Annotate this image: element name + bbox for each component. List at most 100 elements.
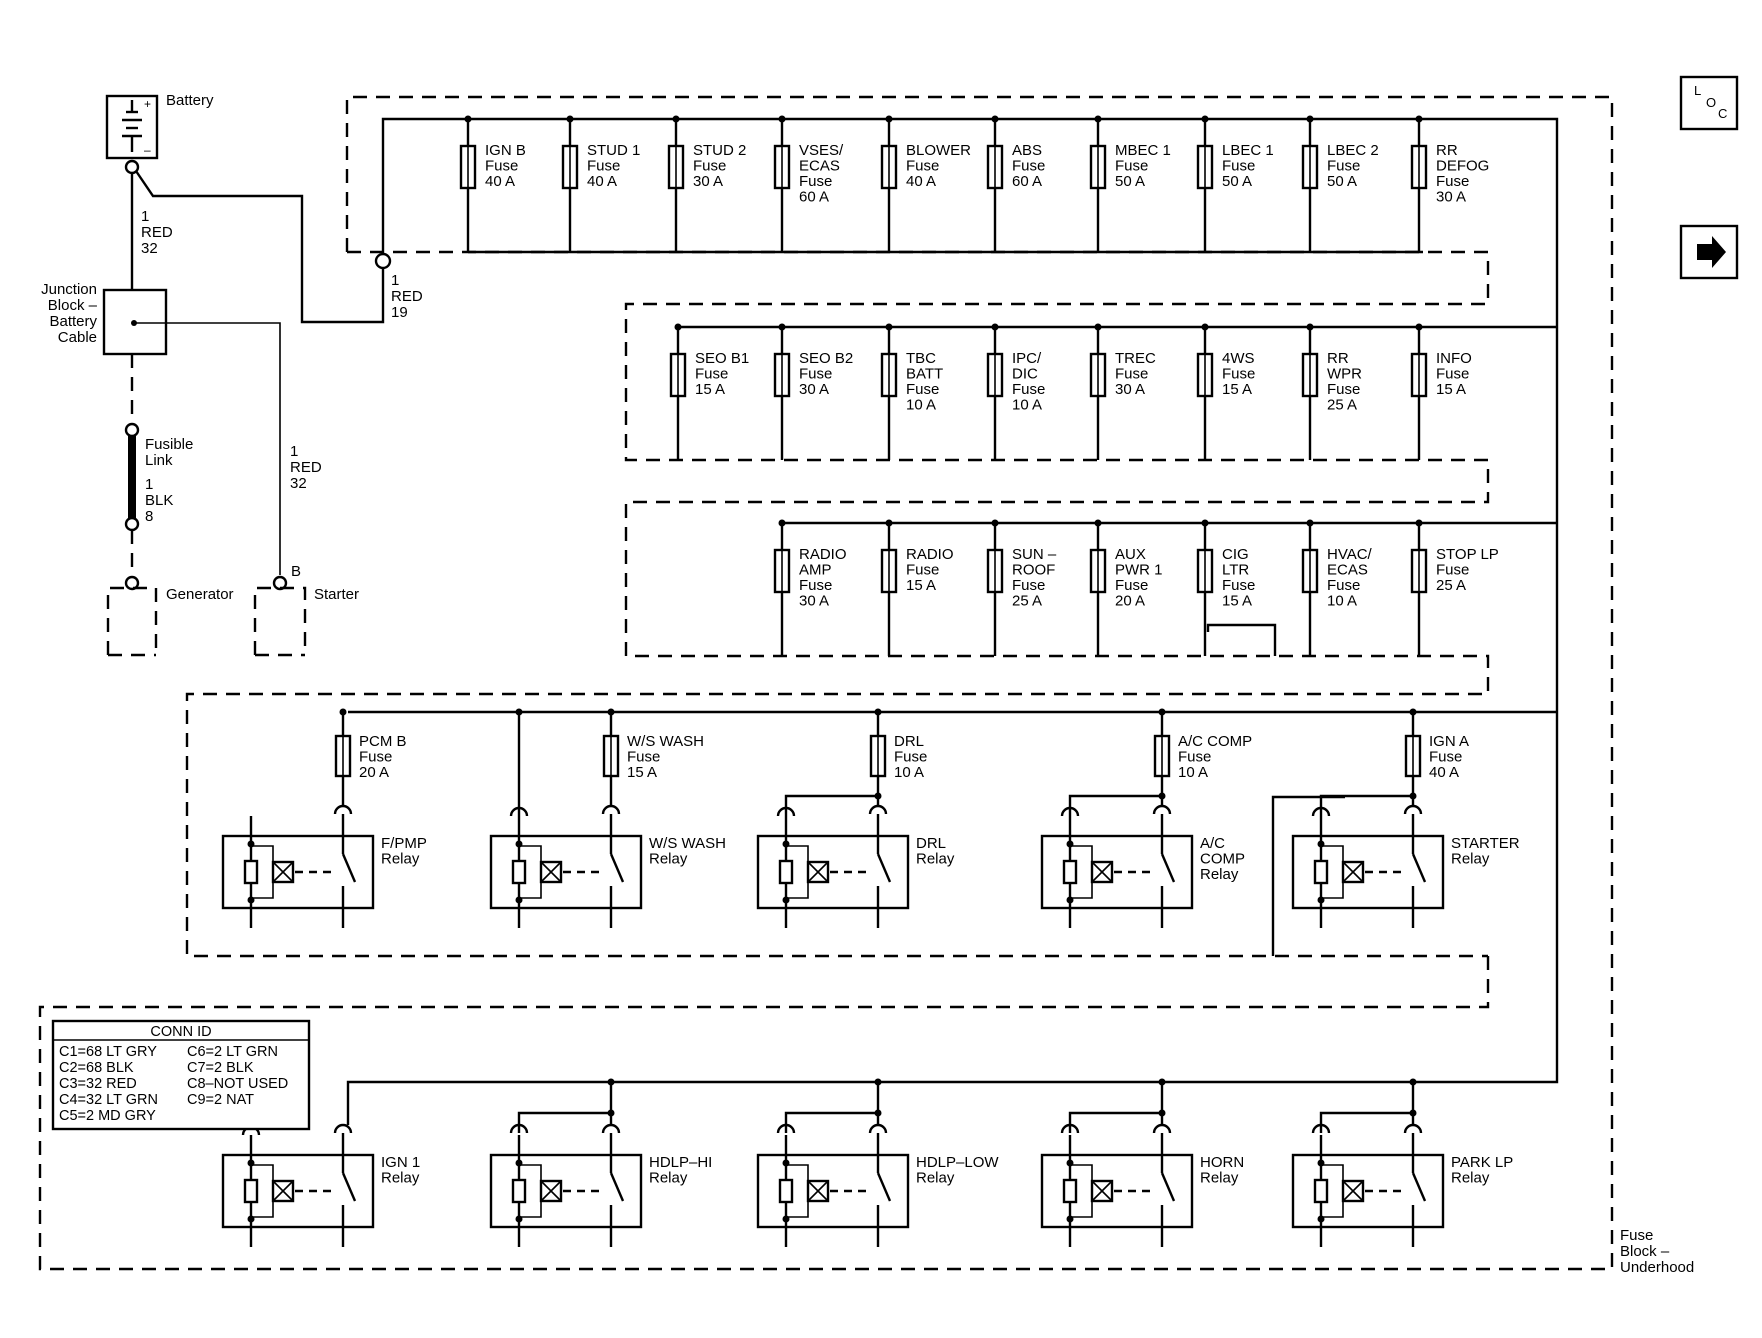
feed-wire-circuit: 19	[391, 304, 408, 321]
relay-contact	[1160, 1172, 1176, 1202]
relay-terminal-arc	[509, 1123, 529, 1134]
junction-dot	[1094, 519, 1102, 527]
fuse-3-4-label-line-2: PWR 1	[1115, 562, 1163, 579]
relay-contact	[341, 853, 357, 883]
relay-contact	[1411, 1172, 1427, 1202]
fuse-1-7-label-line-2: Fuse	[1115, 158, 1148, 175]
junction-dot	[778, 323, 786, 331]
fuse-1-10-label-line-2: DEFOG	[1436, 158, 1489, 175]
fuse-3-3-label-line-2: ROOF	[1012, 562, 1055, 579]
junction-dot	[1094, 323, 1102, 331]
fuse-2-1-label-line-2: Fuse	[695, 366, 728, 383]
junction-dot	[607, 1078, 615, 1086]
fuse-2-2-label-line-2: Fuse	[799, 366, 832, 383]
fuse-2-7-label-line-1: RR	[1327, 350, 1349, 367]
relay-coil-feed	[784, 794, 878, 816]
fusible-link-color: BLK	[145, 492, 173, 509]
relay-terminal-arc	[601, 1123, 621, 1134]
fuse-3-4-label-line-1: AUX	[1115, 546, 1146, 563]
relay-terminal-arc	[1403, 1123, 1423, 1134]
fuse-3-6-label-line-2: ECAS	[1327, 562, 1368, 579]
relay-terminal-arc	[776, 806, 796, 817]
fuse-3-1-label-line-3: Fuse	[799, 577, 832, 594]
fuse-2-6-label-line-3: 15 A	[1222, 381, 1252, 398]
loc-icon[interactable]: L O C	[1679, 75, 1739, 131]
fuse-2-3-label-line-3: Fuse	[906, 381, 939, 398]
fuse-3-6-label-line-4: 10 A	[1327, 593, 1357, 610]
relay-2-4-label-line-1: HORN	[1200, 1154, 1244, 1171]
relay-1-2-label-line-1: W/S WASH	[649, 835, 726, 852]
fuse-1-8-label-line-2: Fuse	[1222, 158, 1255, 175]
junction-dot	[991, 519, 999, 527]
fuse-3-5-label-line-4: 15 A	[1222, 593, 1252, 610]
relay-1-3-fuse-label-line-1: DRL	[894, 733, 924, 750]
junction-dot	[1415, 115, 1423, 123]
relay-terminal-arc	[1152, 1123, 1172, 1134]
junction-dot	[1306, 323, 1314, 331]
conn-id-table: CONN ID C1=68 LT GRY C2=68 BLK C3=32 RED…	[51, 1019, 311, 1131]
relay-coil-x	[540, 1180, 562, 1202]
fuse-3-5-label-line-2: LTR	[1222, 562, 1249, 579]
fuse-1-10-label-line-4: 30 A	[1436, 189, 1466, 206]
relay-1-5-label-line-1: STARTER	[1451, 835, 1520, 852]
relay-coil-feed	[1319, 1111, 1413, 1133]
relay-diode	[1313, 1178, 1329, 1204]
fuse-2-7-label-line-4: 25 A	[1327, 397, 1357, 414]
junction-dot	[339, 708, 347, 716]
relay-diode	[243, 859, 259, 885]
junction-dot	[1415, 519, 1423, 527]
relay-diode	[778, 859, 794, 885]
relay-1-4-label-line-1: A/C	[1200, 835, 1225, 852]
junction-dot	[1094, 115, 1102, 123]
fuse-2-4-label-line-2: DIC	[1012, 366, 1038, 383]
conn-id-right-4: C9=2 NAT	[187, 1092, 254, 1108]
starter-label: Starter	[314, 586, 359, 603]
fuse-block-label-1: Fuse	[1620, 1227, 1653, 1244]
relay-1-5-fuse-label-line-1: IGN A	[1429, 733, 1469, 750]
relay-coil-feed	[784, 1111, 878, 1133]
battery-minus: –	[144, 143, 151, 157]
relay-terminal-arc	[601, 804, 621, 815]
relay-2-5-label-line-2: Relay	[1451, 1170, 1490, 1187]
fuse-3-5-label-line-3: Fuse	[1222, 577, 1255, 594]
relay-terminal-arc	[1060, 1123, 1080, 1134]
relay-coil-x	[1342, 861, 1364, 883]
fuse-2-3-label-line-2: BATT	[906, 366, 943, 383]
fuse-2-8-label-line-1: INFO	[1436, 350, 1472, 367]
junction-dot	[874, 708, 882, 716]
loc-letter-c: C	[1718, 106, 1727, 121]
relay-diode	[1313, 859, 1329, 885]
relay-coil-x	[272, 1180, 294, 1202]
fuse-1-2-label-line-3: 40 A	[587, 173, 617, 190]
junction-dot	[1201, 115, 1209, 123]
fuse-3-7-label-line-2: Fuse	[1436, 562, 1469, 579]
fuse-3-1-label-line-2: AMP	[799, 562, 832, 579]
relay-terminal-arc	[1311, 806, 1331, 817]
fuse-1-6-label-line-2: Fuse	[1012, 158, 1045, 175]
fusible-link-gauge: 1	[145, 476, 153, 493]
starter-wire-gauge: 1	[290, 443, 298, 460]
junction-dot	[874, 1078, 882, 1086]
relay-coil-feed	[1319, 794, 1413, 816]
fuse-2-4-label-line-1: IPC/	[1012, 350, 1042, 367]
next-arrow-icon[interactable]	[1679, 224, 1739, 280]
relay-1-1-fuse-label-line-3: 20 A	[359, 764, 389, 781]
relay-1-5-label-line-2: Relay	[1451, 851, 1490, 868]
fuse-2-1-label-line-3: 15 A	[695, 381, 725, 398]
conn-id-right-2: C7=2 BLK	[187, 1060, 254, 1076]
fuse-2-4-label-line-4: 10 A	[1012, 397, 1042, 414]
